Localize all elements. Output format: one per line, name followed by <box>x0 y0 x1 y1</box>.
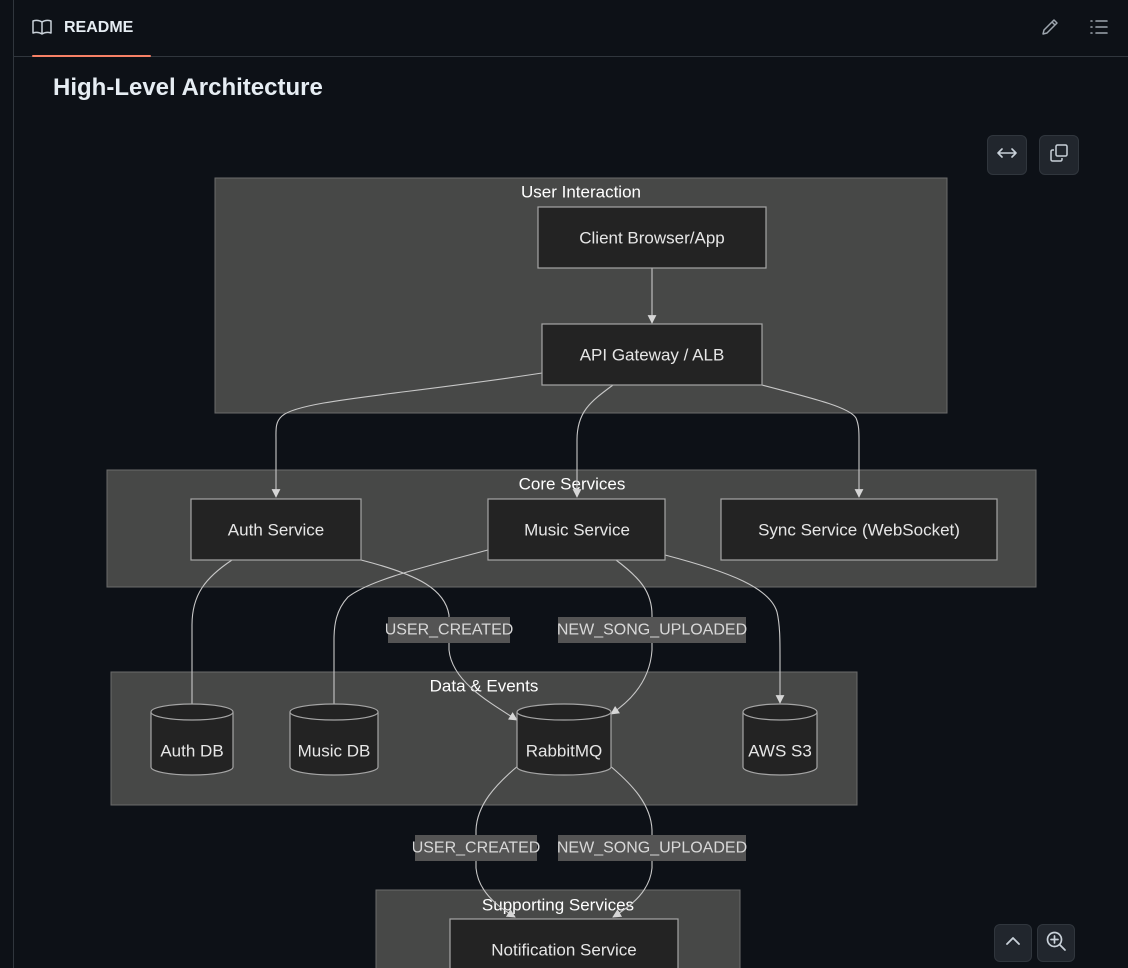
edge-gateway-sync <box>761 384 864 498</box>
copy-button[interactable] <box>1039 135 1079 175</box>
svg-text:AWS S3: AWS S3 <box>748 742 812 761</box>
edge-label-auth-user-created: USER_CREATED <box>385 617 514 643</box>
svg-text:RabbitMQ: RabbitMQ <box>526 742 603 761</box>
node-auth-service: Auth Service <box>190 498 362 561</box>
left-border <box>13 0 14 968</box>
edge-auth-authdb <box>191 559 233 705</box>
svg-text:Auth Service: Auth Service <box>228 521 324 540</box>
svg-text:USER_CREATED: USER_CREATED <box>385 622 514 639</box>
svg-text:Client Browser/App: Client Browser/App <box>579 229 725 248</box>
node-music-db: Music DB <box>289 703 379 776</box>
node-client: Client Browser/App <box>537 206 767 269</box>
book-icon <box>32 19 54 37</box>
svg-text:Music Service: Music Service <box>524 521 630 540</box>
zoom-in-icon <box>1045 930 1067 957</box>
node-music-service: Music Service <box>487 498 666 561</box>
cluster-data-events: Data & Events <box>110 671 858 806</box>
edge-gateway-music <box>572 384 614 498</box>
tab-active-indicator <box>32 55 151 57</box>
svg-text:Sync Service (WebSocket): Sync Service (WebSocket) <box>758 521 960 540</box>
readme-tabbar: README <box>14 0 1128 57</box>
expand-button[interactable] <box>987 135 1027 175</box>
section-title: High-Level Architecture <box>53 74 323 101</box>
node-rabbitmq: RabbitMQ <box>516 703 612 776</box>
scroll-up-button[interactable] <box>994 924 1032 962</box>
node-aws-s3: AWS S3 <box>742 703 818 776</box>
svg-text:Auth DB: Auth DB <box>160 742 223 761</box>
edge-label-music-new-song: NEW_SONG_UPLOADED <box>557 617 747 643</box>
svg-text:NEW_SONG_UPLOADED: NEW_SONG_UPLOADED <box>557 840 747 857</box>
edge-label-rmq-user-created: USER_CREATED <box>412 835 541 861</box>
arrows-horizontal-icon <box>996 146 1018 165</box>
edge-rabbitmq-notify-user <box>475 764 520 918</box>
node-sync-service: Sync Service (WebSocket) <box>720 498 998 561</box>
svg-text:USER_CREATED: USER_CREATED <box>412 840 541 857</box>
svg-text:NEW_SONG_UPLOADED: NEW_SONG_UPLOADED <box>557 622 747 639</box>
node-gateway: API Gateway / ALB <box>541 323 763 386</box>
svg-text:Music DB: Music DB <box>298 742 371 761</box>
edge-music-rabbitmq <box>610 559 653 715</box>
node-notification-service: Notification Service <box>449 918 679 968</box>
edge-music-s3 <box>664 554 785 704</box>
svg-text:Notification Service: Notification Service <box>491 941 637 960</box>
pencil-icon[interactable] <box>1037 14 1063 40</box>
edge-rabbitmq-notify-song <box>608 764 653 918</box>
cluster-core-services-label: Core Services <box>519 475 626 494</box>
list-icon[interactable] <box>1086 14 1112 40</box>
edge-music-musicdb <box>333 549 489 705</box>
edge-label-rmq-new-song: NEW_SONG_UPLOADED <box>557 835 747 861</box>
cluster-supporting-services-label: Supporting Services <box>482 896 634 915</box>
chevron-up-icon <box>1005 934 1021 952</box>
tab-readme-label: README <box>64 19 134 36</box>
cluster-user-interaction-label: User Interaction <box>521 183 641 202</box>
edge-gateway-auth <box>271 372 543 498</box>
cluster-data-events-label: Data & Events <box>430 677 539 696</box>
node-auth-db: Auth DB <box>150 703 234 776</box>
copy-icon <box>1049 143 1069 168</box>
zoom-in-button[interactable] <box>1037 924 1075 962</box>
svg-text:API Gateway / ALB: API Gateway / ALB <box>580 346 725 365</box>
tab-readme[interactable]: README <box>23 0 151 57</box>
